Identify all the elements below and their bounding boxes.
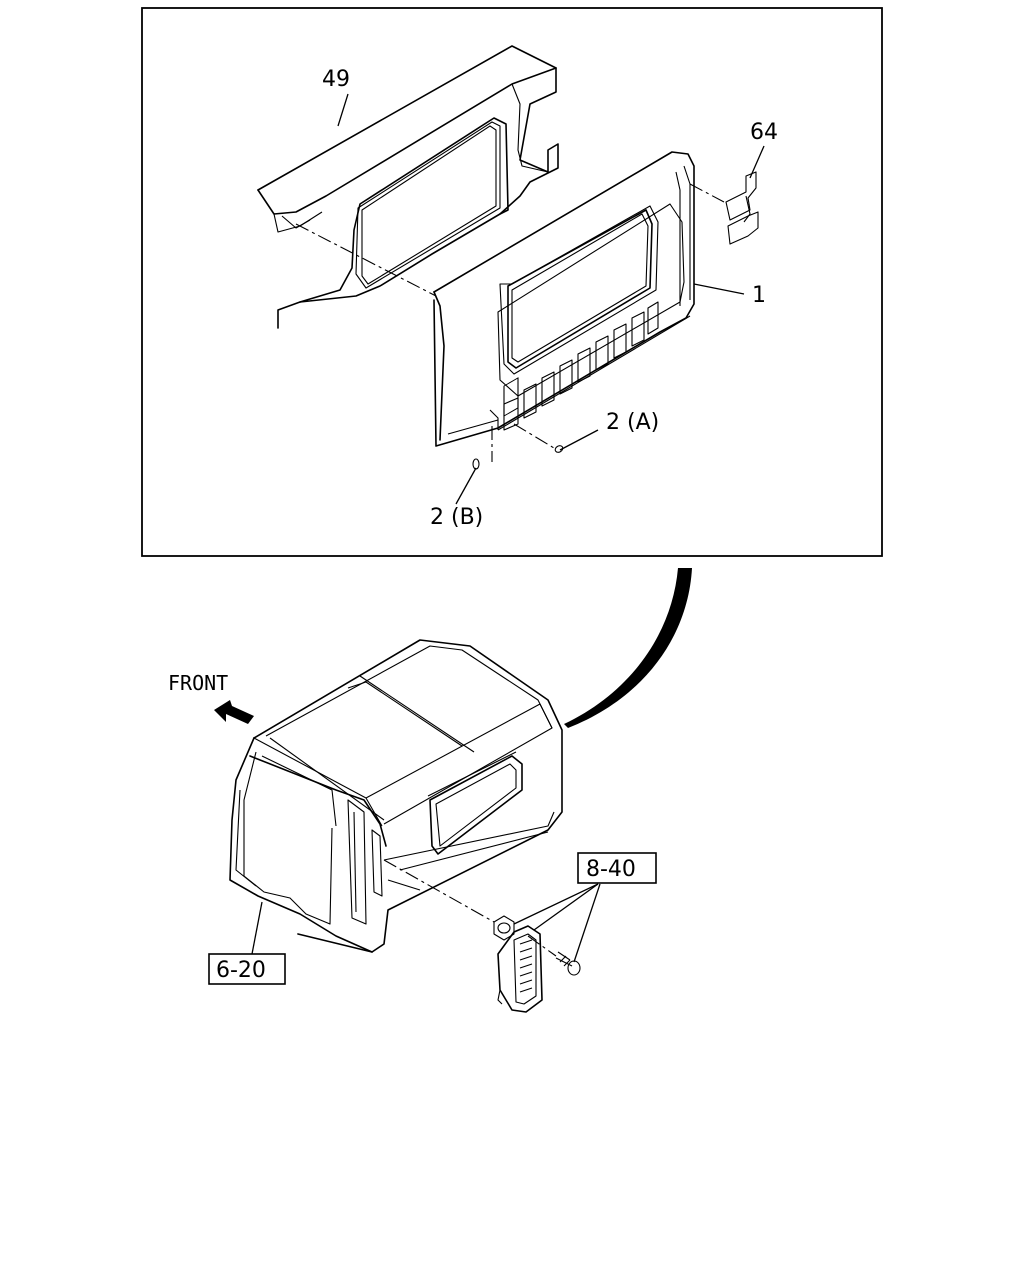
leader-line: [693, 283, 745, 295]
callout-64: 64: [750, 120, 778, 145]
clip: [493, 915, 515, 941]
plug-b: [472, 458, 480, 470]
callout-49: 49: [322, 67, 350, 92]
leader-line: [251, 901, 263, 955]
vent-grille: [497, 925, 543, 1013]
assembly-line: [689, 183, 725, 203]
ref-8-40: 8-40: [586, 857, 636, 882]
callout-1: 1: [752, 283, 766, 308]
leader-line: [337, 93, 349, 127]
front-label: FRONT: [168, 671, 228, 695]
upper-header-panel: [257, 45, 559, 329]
assembly-line: [383, 859, 495, 923]
leader-line: [559, 429, 599, 451]
detail-pointer: [564, 568, 692, 728]
leader-line: [749, 145, 765, 179]
leader-line: [533, 883, 599, 931]
cab-body: [229, 639, 563, 953]
callout-2b: 2 (B): [430, 505, 483, 530]
assembly-line: [295, 223, 437, 297]
callout-2a: 2 (A): [606, 410, 659, 435]
ref-6-20: 6-20: [216, 958, 266, 983]
leader-line: [455, 467, 477, 505]
leader-line: [513, 883, 599, 925]
leader-line: [573, 883, 601, 963]
ref-box-8-40: [577, 852, 657, 884]
assembly-line: [513, 423, 555, 449]
ref-box-6-20: [208, 953, 286, 985]
plug-a: [554, 445, 564, 453]
back-panel: [433, 151, 695, 447]
bracket: [725, 171, 759, 245]
front-arrow-icon: [214, 700, 254, 724]
detail-frame: [141, 7, 883, 557]
